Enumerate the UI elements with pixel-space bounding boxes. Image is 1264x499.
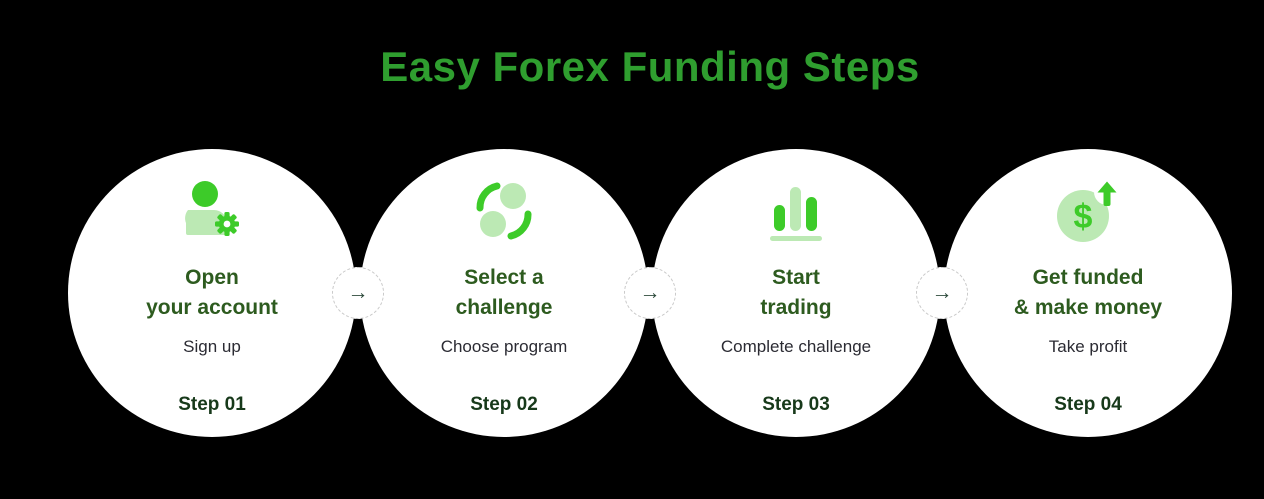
step-heading-line2: challenge bbox=[455, 296, 553, 320]
step-subtitle: Complete challenge bbox=[720, 337, 872, 357]
step-connector-1: → bbox=[332, 267, 384, 320]
step-connector-3: → bbox=[916, 267, 968, 320]
step-heading: Start trading bbox=[760, 263, 831, 323]
step-subtitle: Choose program bbox=[440, 337, 568, 357]
step-heading-line1: Open bbox=[185, 266, 239, 290]
step-heading-line2: trading bbox=[760, 296, 832, 320]
step-heading-line1: Start bbox=[772, 266, 820, 290]
step-number-label: Step 02 bbox=[470, 394, 538, 416]
step-card-select-challenge: Select a challenge Choose program Step 0… bbox=[360, 149, 648, 438]
page-title: Easy Forex Funding Steps bbox=[380, 43, 920, 90]
step-number-label: Step 04 bbox=[1054, 394, 1122, 416]
dollar-glyph: $ bbox=[1074, 198, 1093, 236]
right-arrow-icon: → bbox=[931, 280, 953, 304]
step-number-label: Step 03 bbox=[762, 394, 830, 416]
money-growth-icon: $ bbox=[1056, 179, 1120, 243]
step-subtitle: Take profit bbox=[1048, 337, 1128, 357]
steps-row: Open your account Sign up Step 01 Select… bbox=[68, 149, 1232, 438]
right-arrow-icon: → bbox=[347, 280, 369, 304]
step-heading: Select a challenge bbox=[456, 263, 553, 323]
step-subtitle: Sign up bbox=[183, 337, 241, 357]
step-heading: Open your account bbox=[146, 263, 278, 323]
step-connector-2: → bbox=[624, 267, 676, 320]
step-card-start-trading: Start trading Complete challenge Step 03 bbox=[652, 149, 940, 438]
step-heading: Get funded & make money bbox=[1014, 263, 1162, 323]
step-heading-line2: & make money bbox=[1013, 296, 1163, 320]
content-area: Easy Forex Funding Steps bbox=[68, 43, 1232, 438]
user-gear-icon bbox=[180, 179, 244, 243]
step-card-open-account: Open your account Sign up Step 01 bbox=[68, 149, 356, 438]
exchange-icon bbox=[472, 179, 536, 243]
right-arrow-icon: → bbox=[639, 280, 661, 304]
step-heading-line2: your account bbox=[146, 296, 278, 320]
step-heading-line1: Select a bbox=[464, 266, 544, 290]
step-card-get-funded: $ Get funded & make money Take profit St… bbox=[944, 149, 1232, 438]
step-heading-line1: Get funded bbox=[1032, 266, 1144, 290]
bar-chart-icon bbox=[764, 179, 828, 243]
step-number-label: Step 01 bbox=[178, 394, 246, 416]
